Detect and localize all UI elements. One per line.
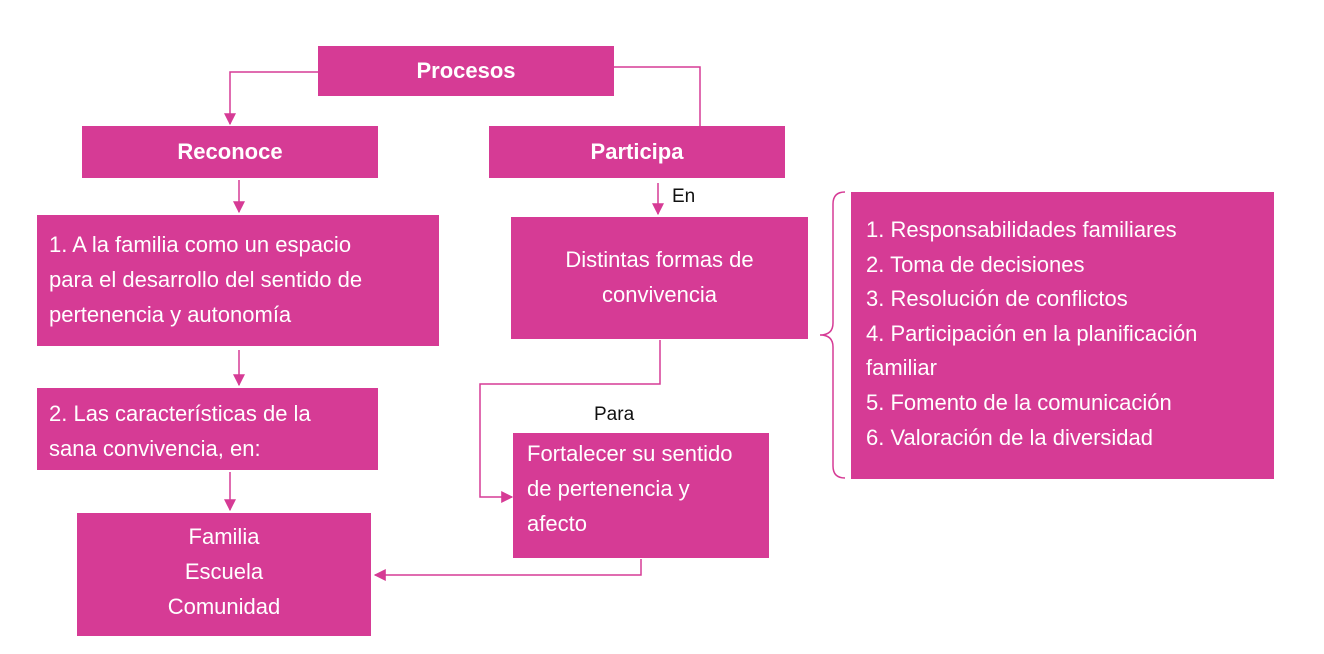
- reconoce-node: Reconoce: [82, 126, 378, 178]
- arrow-purpose-to-contexts: [373, 559, 642, 581]
- contexts-node: Familia Escuela Comunidad: [77, 513, 371, 636]
- list-item-3: 3. Resolución de conflictos: [866, 286, 1128, 312]
- recognition-item-1-line-3: pertenencia y autonomía: [49, 302, 292, 327]
- list-item-6: 6. Valoración de la diversidad: [866, 424, 1153, 450]
- recognition-item-2-line-2: sana convivencia, en:: [49, 436, 261, 461]
- list-item-4: 4. Participación en la planificación: [866, 320, 1198, 346]
- convivence-forms-line-2: convivencia: [602, 282, 717, 307]
- list-item-1: 1. Responsabilidades familiares: [866, 217, 1177, 242]
- recognition-item-1: 1. A la familia como un espacio para el …: [37, 215, 439, 346]
- list-brace: [819, 191, 846, 479]
- arrow-procesos-to-reconoce: [224, 71, 318, 126]
- purpose-node: Fortalecer su sentido de pertenencia y a…: [513, 433, 769, 558]
- context-school: Escuela: [184, 559, 264, 584]
- context-community: Comunidad: [167, 594, 281, 619]
- reconoce-label: Reconoce: [177, 139, 283, 164]
- connector-label-para: Para: [594, 404, 635, 425]
- list-item-2: 2. Toma de decisiones: [866, 251, 1085, 277]
- recognition-item-1-line-1: 1. A la familia como un espacio: [49, 232, 352, 257]
- procesos-node: Procesos: [318, 46, 614, 96]
- purpose-line-2: de pertenencia y: [527, 476, 690, 501]
- recognition-item-1-line-2: para el desarrollo del sentido de: [49, 267, 363, 292]
- purpose-line-1: Fortalecer su sentido: [527, 441, 733, 466]
- connector-label-en: En: [672, 186, 696, 207]
- list-item-4-continued: familiar: [866, 355, 937, 381]
- recognition-item-2-line-1: 2. Las características de la: [49, 401, 311, 426]
- convivence-forms-line-1: Distintas formas de: [565, 247, 754, 272]
- purpose-line-3: afecto: [527, 511, 587, 536]
- recognition-item-2: 2. Las características de la sana conviv…: [37, 388, 378, 470]
- participa-label: Participa: [590, 139, 684, 164]
- context-family: Familia: [188, 524, 260, 549]
- line-procesos-to-participa: [614, 66, 701, 129]
- convivence-forms-node: Distintas formas de convivencia: [511, 217, 808, 339]
- participa-node: Participa: [489, 126, 785, 178]
- list-item-5: 5. Fomento de la comunicación: [866, 389, 1172, 415]
- arrow-forms-to-purpose: [479, 340, 661, 503]
- procesos-label: Procesos: [416, 58, 516, 83]
- participation-list: 1. Responsabilidades familiares 2. Toma …: [851, 192, 1274, 479]
